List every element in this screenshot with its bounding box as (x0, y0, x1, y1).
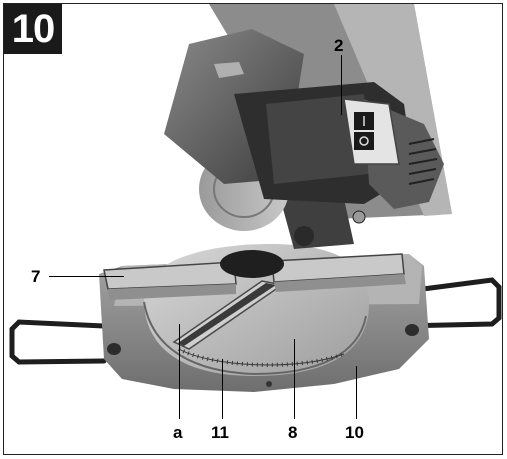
callout-7-leader (49, 276, 124, 277)
angle-scale (178, 347, 345, 367)
callout-11-leader (222, 359, 223, 419)
callout-8-leader (294, 339, 295, 419)
handle (343, 98, 400, 165)
fence (103, 253, 406, 300)
extension-rods (9, 277, 502, 365)
callout-10-leader (356, 366, 357, 419)
callout-2: 2 (334, 36, 344, 55)
callout-10: 10 (345, 423, 364, 442)
motor-vents (408, 138, 438, 185)
callout-a-leader (179, 324, 180, 419)
miter-saw-illustration (9, 4, 502, 392)
lower-guard (220, 250, 284, 278)
callout-a: a (173, 423, 183, 442)
figure-number-badge: 10 (4, 4, 62, 54)
figure-frame: 10 (3, 3, 503, 455)
pivot-arm (279, 194, 366, 249)
callout-7: 7 (31, 267, 41, 286)
callout-8: 8 (288, 423, 298, 442)
callout-11: 11 (211, 423, 229, 442)
callout-2-leader (341, 55, 342, 115)
